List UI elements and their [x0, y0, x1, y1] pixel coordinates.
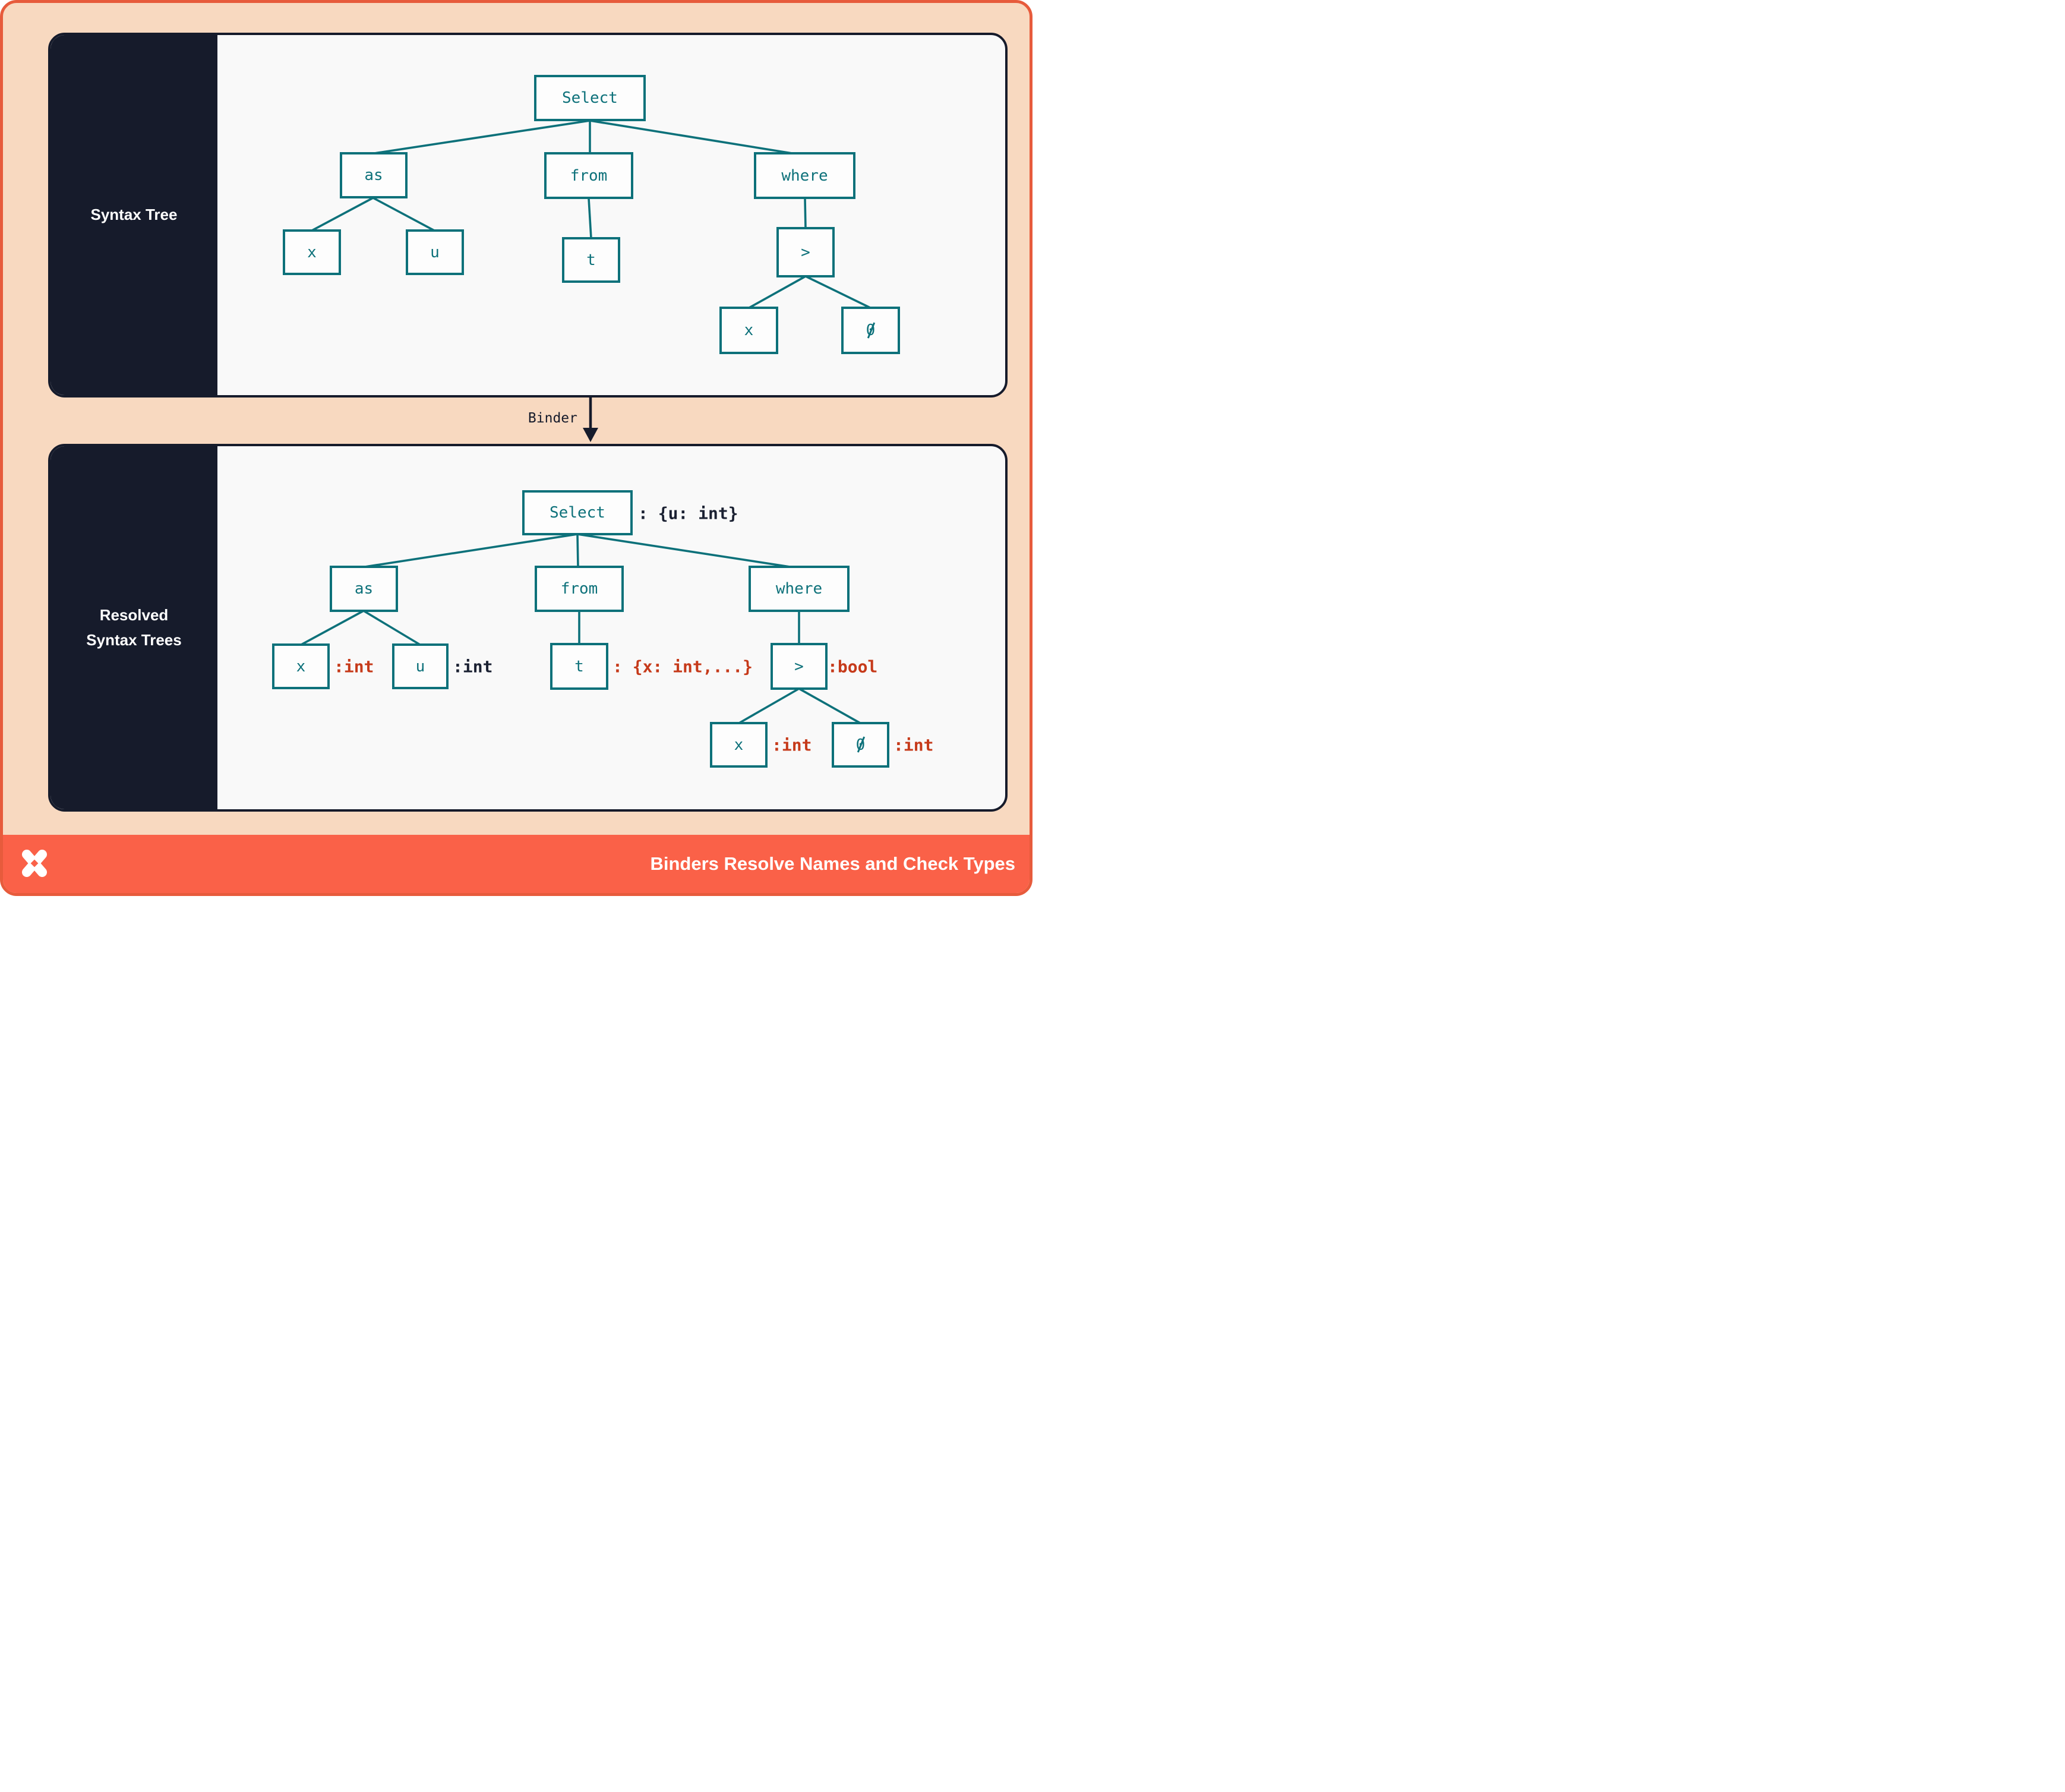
tree-node-bottom-from: from: [535, 566, 624, 612]
footer-title: Binders Resolve Names and Check Types: [650, 853, 1015, 874]
type-annotation-bottom-gt: :bool: [828, 657, 878, 677]
node-label: x: [307, 243, 317, 261]
node-label: t: [574, 657, 584, 676]
tree-node-bottom-select: Select: [522, 490, 633, 535]
node-label: as: [364, 166, 383, 184]
tree-node-bottom-as: as: [330, 566, 398, 612]
tree-node-bottom-zero: 0: [832, 722, 889, 768]
node-label: >: [794, 657, 804, 676]
panel-syntax-tree: Syntax Tree: [48, 33, 1008, 397]
tree-node-top-from: from: [544, 152, 633, 199]
type-annotation-bottom-t: : {x: int,...}: [612, 657, 753, 677]
node-label: x: [296, 657, 306, 676]
node-label: as: [354, 580, 374, 598]
type-annotation-bottom-x1: :int: [334, 657, 374, 677]
panel-title-line: Syntax Trees: [86, 630, 182, 649]
node-label: x: [734, 736, 744, 754]
tree-node-bottom-u: u: [392, 643, 449, 689]
node-label: from: [560, 580, 598, 598]
node-label: from: [570, 166, 608, 185]
binder-label: Binder: [528, 411, 577, 426]
sidebar-resolved-syntax-trees: Resolved Syntax Trees: [50, 446, 217, 809]
panel-title-syntax-tree: Syntax Tree: [91, 203, 178, 228]
diagram-canvas: Syntax Tree Resolved Syntax Trees: [0, 0, 1032, 896]
tree-node-top-t: t: [562, 237, 620, 283]
node-label: u: [415, 657, 425, 676]
tree-node-bottom-where: where: [749, 566, 850, 612]
type-annotation-bottom-x2: :int: [772, 735, 812, 755]
sidebar-syntax-tree: Syntax Tree: [50, 35, 217, 395]
node-label: where: [781, 166, 828, 185]
node-label: >: [801, 243, 810, 261]
tree-node-top-x2: x: [719, 307, 778, 354]
panel-title-resolved-syntax-trees: Resolved Syntax Trees: [86, 603, 181, 652]
panel-title-line: Resolved: [99, 605, 169, 624]
tree-node-bottom-gt: >: [771, 643, 828, 690]
node-label: Select: [550, 504, 605, 522]
syntax-tree-nodes: Select as from where x u t > x 0: [0, 0, 1032, 896]
node-label: u: [430, 243, 440, 261]
node-label: 0: [866, 321, 876, 339]
node-label: where: [775, 580, 823, 598]
type-annotation-bottom-select: : {u: int}: [638, 503, 738, 523]
type-annotation-bottom-zero: :int: [893, 735, 934, 755]
tree-node-top-select: Select: [534, 75, 646, 121]
tree-node-top-as: as: [340, 152, 408, 198]
tree-node-top-gt: >: [776, 227, 835, 277]
type-annotation-bottom-u: :int: [453, 657, 493, 677]
tree-node-bottom-x2: x: [710, 722, 768, 768]
tree-node-bottom-t: t: [550, 643, 608, 690]
tree-node-top-u: u: [406, 229, 464, 275]
tree-node-top-x1: x: [283, 229, 341, 275]
resolved-syntax-tree-nodes: Select : {u: int} as from where x :int u :int t : …: [0, 0, 1032, 896]
tree-node-top-zero: 0: [841, 307, 900, 354]
tree-node-bottom-x1: x: [272, 643, 330, 689]
node-label: x: [744, 321, 754, 339]
panel-title-line: Syntax Tree: [90, 206, 178, 224]
node-label: t: [586, 251, 596, 269]
tree-node-top-where: where: [754, 152, 855, 199]
node-label: 0: [855, 736, 866, 754]
footer-bar: Binders Resolve Names and Check Types: [3, 835, 1030, 893]
x-logo-icon: [22, 850, 47, 877]
node-label: Select: [562, 89, 618, 107]
